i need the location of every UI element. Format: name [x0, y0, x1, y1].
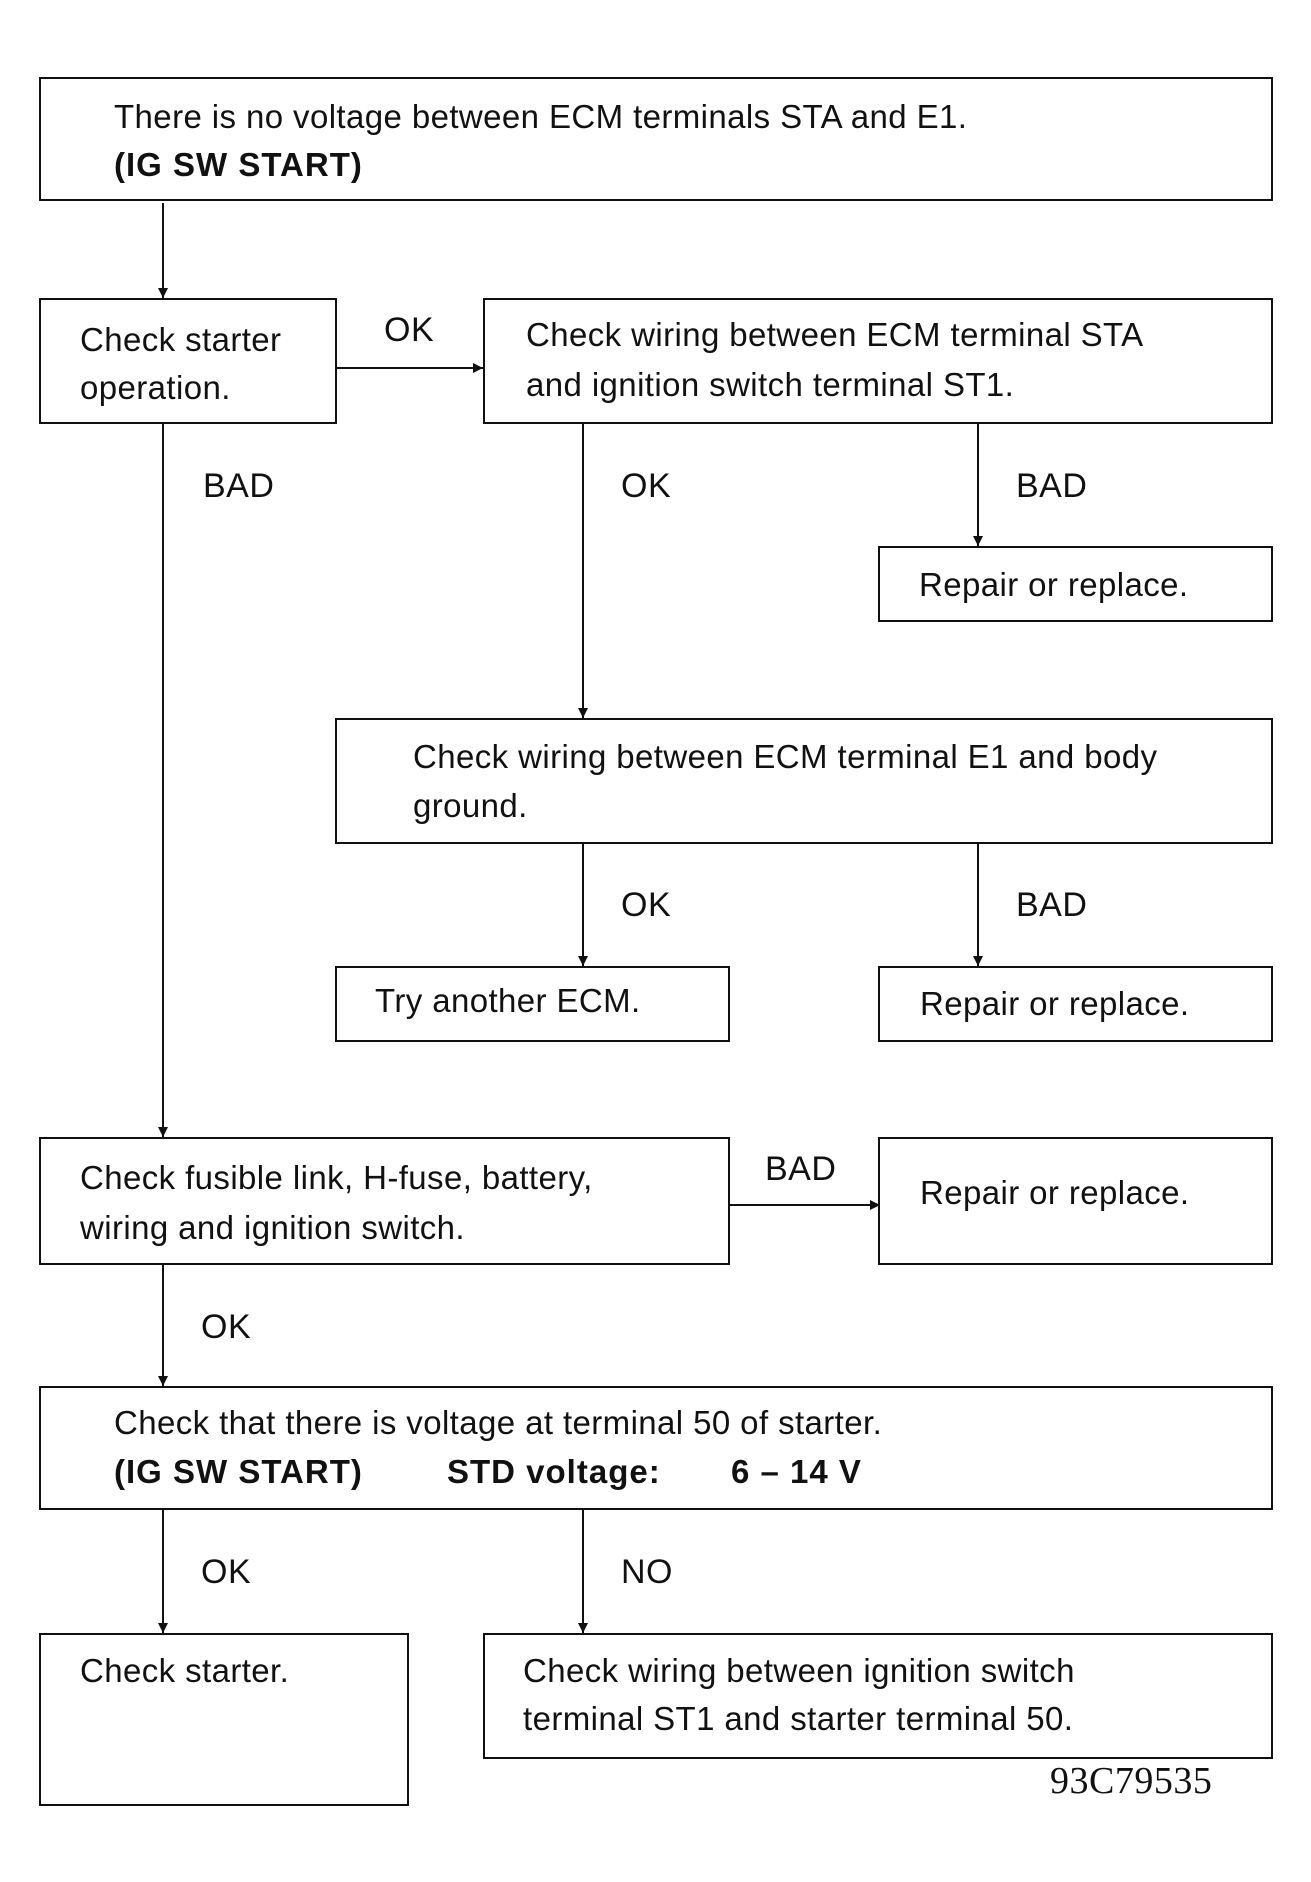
- check-wiring-st1-line2: terminal ST1 and starter terminal 50.: [523, 1700, 1074, 1737]
- check-wiring-sta-line1: Check wiring between ECM terminal STA: [526, 316, 1144, 353]
- label-no-voltage: NO: [621, 1553, 673, 1591]
- check-fusible-link-line2: wiring and ignition switch.: [80, 1209, 465, 1246]
- check-fusible-link-line1: Check fusible link, H-fuse, battery,: [80, 1159, 593, 1196]
- label-ok-starter-op: OK: [384, 311, 435, 349]
- start-line2: (IG SW START): [114, 146, 363, 183]
- label-ok-fusible: OK: [201, 1308, 252, 1346]
- check-starter-operation-line1: Check starter: [80, 321, 282, 358]
- repair-or-replace-text-3: Repair or replace.: [920, 1174, 1190, 1211]
- check-wiring-st1-box: [483, 1633, 1273, 1759]
- check-wiring-sta-box: [483, 298, 1273, 424]
- check-wiring-e1-box: [335, 718, 1273, 844]
- check-starter-text: Check starter.: [80, 1652, 290, 1689]
- label-bad-wiring-e1: BAD: [1016, 886, 1088, 924]
- try-another-ecm-text: Try another ECM.: [375, 982, 641, 1019]
- repair-or-replace-box-3: [878, 1137, 1273, 1265]
- repair-or-replace-box-1: [878, 546, 1273, 622]
- label-bad-starter-op: BAD: [203, 467, 275, 505]
- check-wiring-st1-line1: Check wiring between ignition switch: [523, 1652, 1075, 1689]
- start-line1: There is no voltage between ECM terminal…: [114, 98, 968, 135]
- label-bad-wiring-sta: BAD: [1016, 467, 1088, 505]
- repair-or-replace-text-1: Repair or replace.: [919, 566, 1189, 603]
- check-fusible-link-box: [39, 1137, 730, 1265]
- check-wiring-sta-line2: and ignition switch terminal ST1.: [526, 366, 1015, 403]
- check-wiring-e1-line1: Check wiring between ECM terminal E1 and…: [413, 738, 1158, 775]
- check-voltage-line1: Check that there is voltage at terminal …: [114, 1404, 883, 1441]
- start-box: [39, 77, 1273, 201]
- check-voltage-std-value: 6 – 14 V: [731, 1453, 862, 1490]
- check-wiring-e1-line2: ground.: [413, 787, 528, 824]
- check-starter-box: [39, 1633, 409, 1806]
- check-starter-operation-box: [39, 298, 337, 424]
- figure-code: 93C79535: [1050, 1760, 1213, 1802]
- check-voltage-std-label: STD voltage:: [447, 1453, 661, 1490]
- try-another-ecm-box: [335, 966, 730, 1042]
- repair-or-replace-box-2: [878, 966, 1273, 1042]
- label-ok-wiring-e1: OK: [621, 886, 672, 924]
- check-voltage-ig-sw-start: (IG SW START): [114, 1453, 363, 1490]
- check-voltage-box: [39, 1386, 1273, 1510]
- label-ok-voltage: OK: [201, 1553, 252, 1591]
- repair-or-replace-text-2: Repair or replace.: [920, 985, 1190, 1022]
- label-ok-wiring-sta: OK: [621, 467, 672, 505]
- check-starter-operation-line2: operation.: [80, 369, 231, 406]
- label-bad-fusible: BAD: [765, 1150, 837, 1188]
